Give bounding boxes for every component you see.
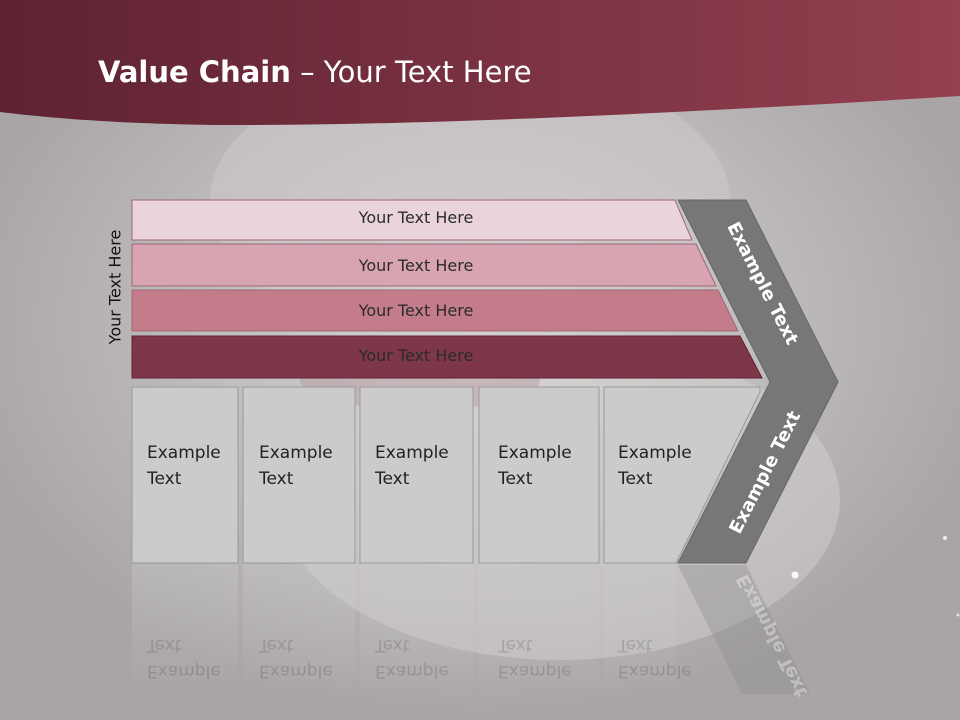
- bar-1-label: Your Text Here: [358, 208, 474, 227]
- box-5-reflection-line2: Text: [618, 635, 653, 655]
- box-4-line2: Text: [498, 469, 533, 489]
- box-1-reflection-line2: Text: [147, 635, 182, 655]
- box-1-reflection: Example Text: [147, 632, 242, 684]
- box-2-line1: Example: [259, 443, 333, 463]
- bar-2-label: Your Text Here: [358, 256, 474, 275]
- box-5[interactable]: [603, 386, 761, 564]
- box-4-reflection-line2: Text: [498, 635, 533, 655]
- box-5-text: Example Text: [618, 440, 713, 492]
- bar-4[interactable]: [131, 335, 763, 379]
- box-1-text: Example Text: [147, 440, 242, 492]
- chevron-arrow[interactable]: [677, 199, 839, 564]
- box-5-line1: Example: [618, 443, 692, 463]
- box-2[interactable]: [242, 386, 356, 564]
- bar-3-label: Your Text Here: [358, 301, 474, 320]
- bar-4-label: Your Text Here: [358, 346, 474, 365]
- box-4-text: Example Text: [498, 440, 593, 492]
- box-2-line2: Text: [259, 469, 294, 489]
- box-1[interactable]: [131, 386, 239, 564]
- box-5-line2: Text: [618, 469, 653, 489]
- bar-2[interactable]: [131, 243, 717, 287]
- box-1-reflection-line1: Example: [147, 661, 221, 681]
- box-3-reflection: Example Text: [375, 632, 470, 684]
- side-label: Your Text Here: [105, 229, 125, 345]
- box-4-line1: Example: [498, 443, 572, 463]
- box-2-reflection-line1: Example: [259, 661, 333, 681]
- bar-3[interactable]: [131, 289, 739, 332]
- slide-title: Value Chain – Your Text Here: [98, 55, 532, 89]
- bar-1[interactable]: [131, 199, 693, 241]
- box-1-line1: Example: [147, 443, 221, 463]
- box-4-reflection-line1: Example: [498, 661, 572, 681]
- box-3-line1: Example: [375, 443, 449, 463]
- box-2-reflection-line2: Text: [259, 635, 294, 655]
- title-bold: Value Chain: [98, 55, 291, 89]
- box-1-line2: Text: [147, 469, 182, 489]
- box-2-reflection: Example Text: [259, 632, 354, 684]
- box-3-line2: Text: [375, 469, 410, 489]
- box-3-text: Example Text: [375, 440, 470, 492]
- box-3[interactable]: [359, 386, 474, 564]
- box-3-reflection-line2: Text: [375, 635, 410, 655]
- box-3-reflection-line1: Example: [375, 661, 449, 681]
- box-4-reflection: Example Text: [498, 632, 593, 684]
- box-5-reflection: Example Text: [618, 632, 713, 684]
- title-rest: – Your Text Here: [290, 55, 532, 89]
- box-4[interactable]: [478, 386, 600, 564]
- box-5-reflection-line1: Example: [618, 661, 692, 681]
- box-2-text: Example Text: [259, 440, 354, 492]
